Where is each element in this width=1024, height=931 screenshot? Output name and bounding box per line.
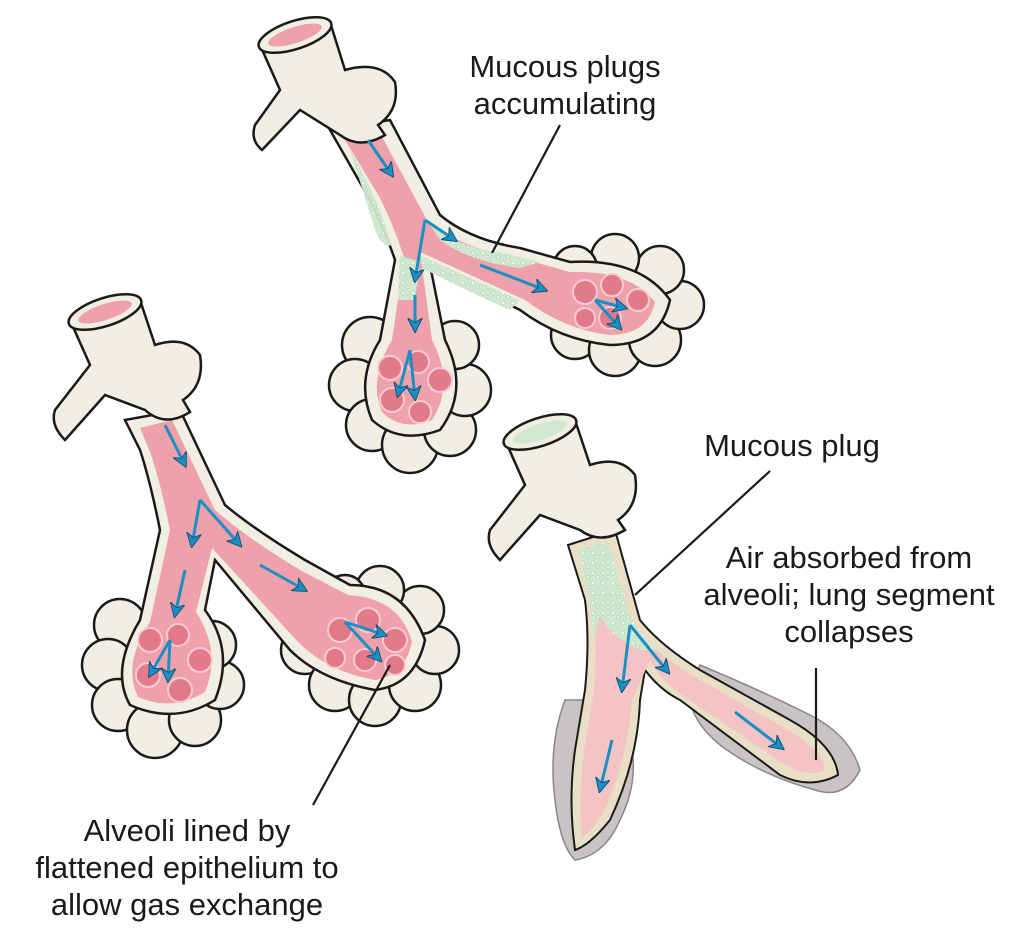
label-line: accumulating [473, 86, 657, 121]
panel-accumulating [252, 15, 706, 475]
cartilage-ring [252, 15, 398, 152]
label-line: collapses [784, 614, 914, 649]
leader-lines [312, 124, 818, 806]
label-line: flattened epithelium to [35, 850, 339, 885]
leader-mucous-plug [634, 470, 771, 596]
mucus-plug [430, 225, 540, 268]
label-line: Air absorbed from [725, 540, 973, 575]
cartilage-ring [487, 412, 638, 562]
label-alveoli-lined: Alveoli lined by flattened epithelium to… [0, 812, 374, 923]
leader-alveoli-lined [312, 664, 391, 806]
airflow-arrows [600, 624, 782, 790]
bronchiole-lumen [578, 542, 825, 838]
label-line: alveoli; lung segment [703, 577, 995, 612]
panel-normal [52, 292, 461, 760]
alveoli-cells [135, 607, 408, 703]
airflow-arrows [150, 424, 385, 680]
cartilage-ring [52, 292, 203, 442]
panel-collapsed [487, 412, 861, 861]
alveoli-cells [377, 273, 650, 424]
label-air-absorbed: Air absorbed from alveoli; lung segment … [674, 539, 1024, 650]
label-line: Mucous plugs [469, 49, 661, 84]
label-line: allow gas exchange [50, 887, 324, 922]
mucus-plug [350, 150, 392, 246]
airflow-arrows [366, 139, 625, 398]
leader-mucous-plugs [491, 124, 561, 254]
mucus-plug [420, 255, 520, 310]
label-mucous-plugs-accumulating: Mucous plugs accumulating [440, 48, 690, 122]
mucous-plug-fill [578, 542, 660, 650]
label-line: Alveoli lined by [83, 813, 291, 848]
label-line: Mucous plug [704, 428, 880, 463]
label-mucous-plug: Mucous plug [672, 427, 912, 464]
